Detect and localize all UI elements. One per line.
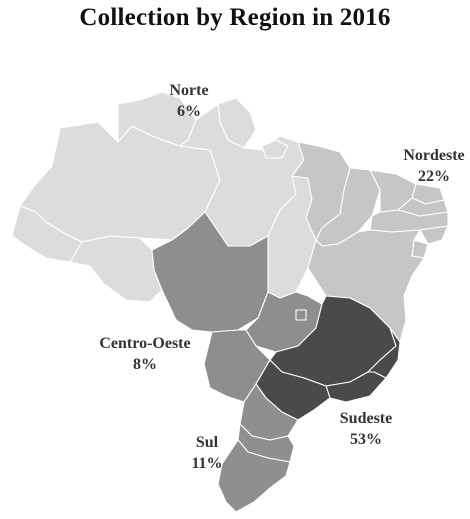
label-nordeste-percent: 22%: [418, 168, 450, 185]
label-centro-oeste-name: Centro-Oeste: [99, 335, 191, 352]
label-sudeste-percent: 53%: [350, 431, 382, 448]
label-norte-percent: 6%: [177, 103, 201, 120]
label-centro-oeste-percent: 8%: [133, 356, 157, 373]
state-rj: [325, 371, 387, 403]
label-nordeste: Nordeste 22%: [394, 145, 470, 187]
region-nordeste: [291, 141, 449, 343]
map-title: Collection by Region in 2016: [79, 4, 391, 31]
state-rondonia: [69, 235, 163, 303]
state-sergipe: [411, 239, 429, 259]
region-sul: [217, 383, 299, 513]
label-sudeste: Sudeste 53%: [326, 408, 406, 450]
label-centro-oeste: Centro-Oeste 8%: [90, 333, 200, 375]
label-sudeste-name: Sudeste: [339, 410, 393, 427]
label-sul-percent: 11%: [191, 455, 223, 472]
state-df: [295, 309, 307, 321]
marajo-island: [261, 139, 289, 159]
label-sul-name: Sul: [195, 434, 219, 451]
label-norte: Norte 6%: [164, 80, 214, 122]
label-norte-name: Norte: [169, 82, 209, 99]
region-centro-oeste: [151, 211, 323, 403]
state-alagoas: [419, 225, 449, 245]
label-nordeste-name: Nordeste: [403, 147, 465, 164]
state-rs: [217, 439, 291, 513]
label-sul: Sul 11%: [182, 432, 232, 474]
